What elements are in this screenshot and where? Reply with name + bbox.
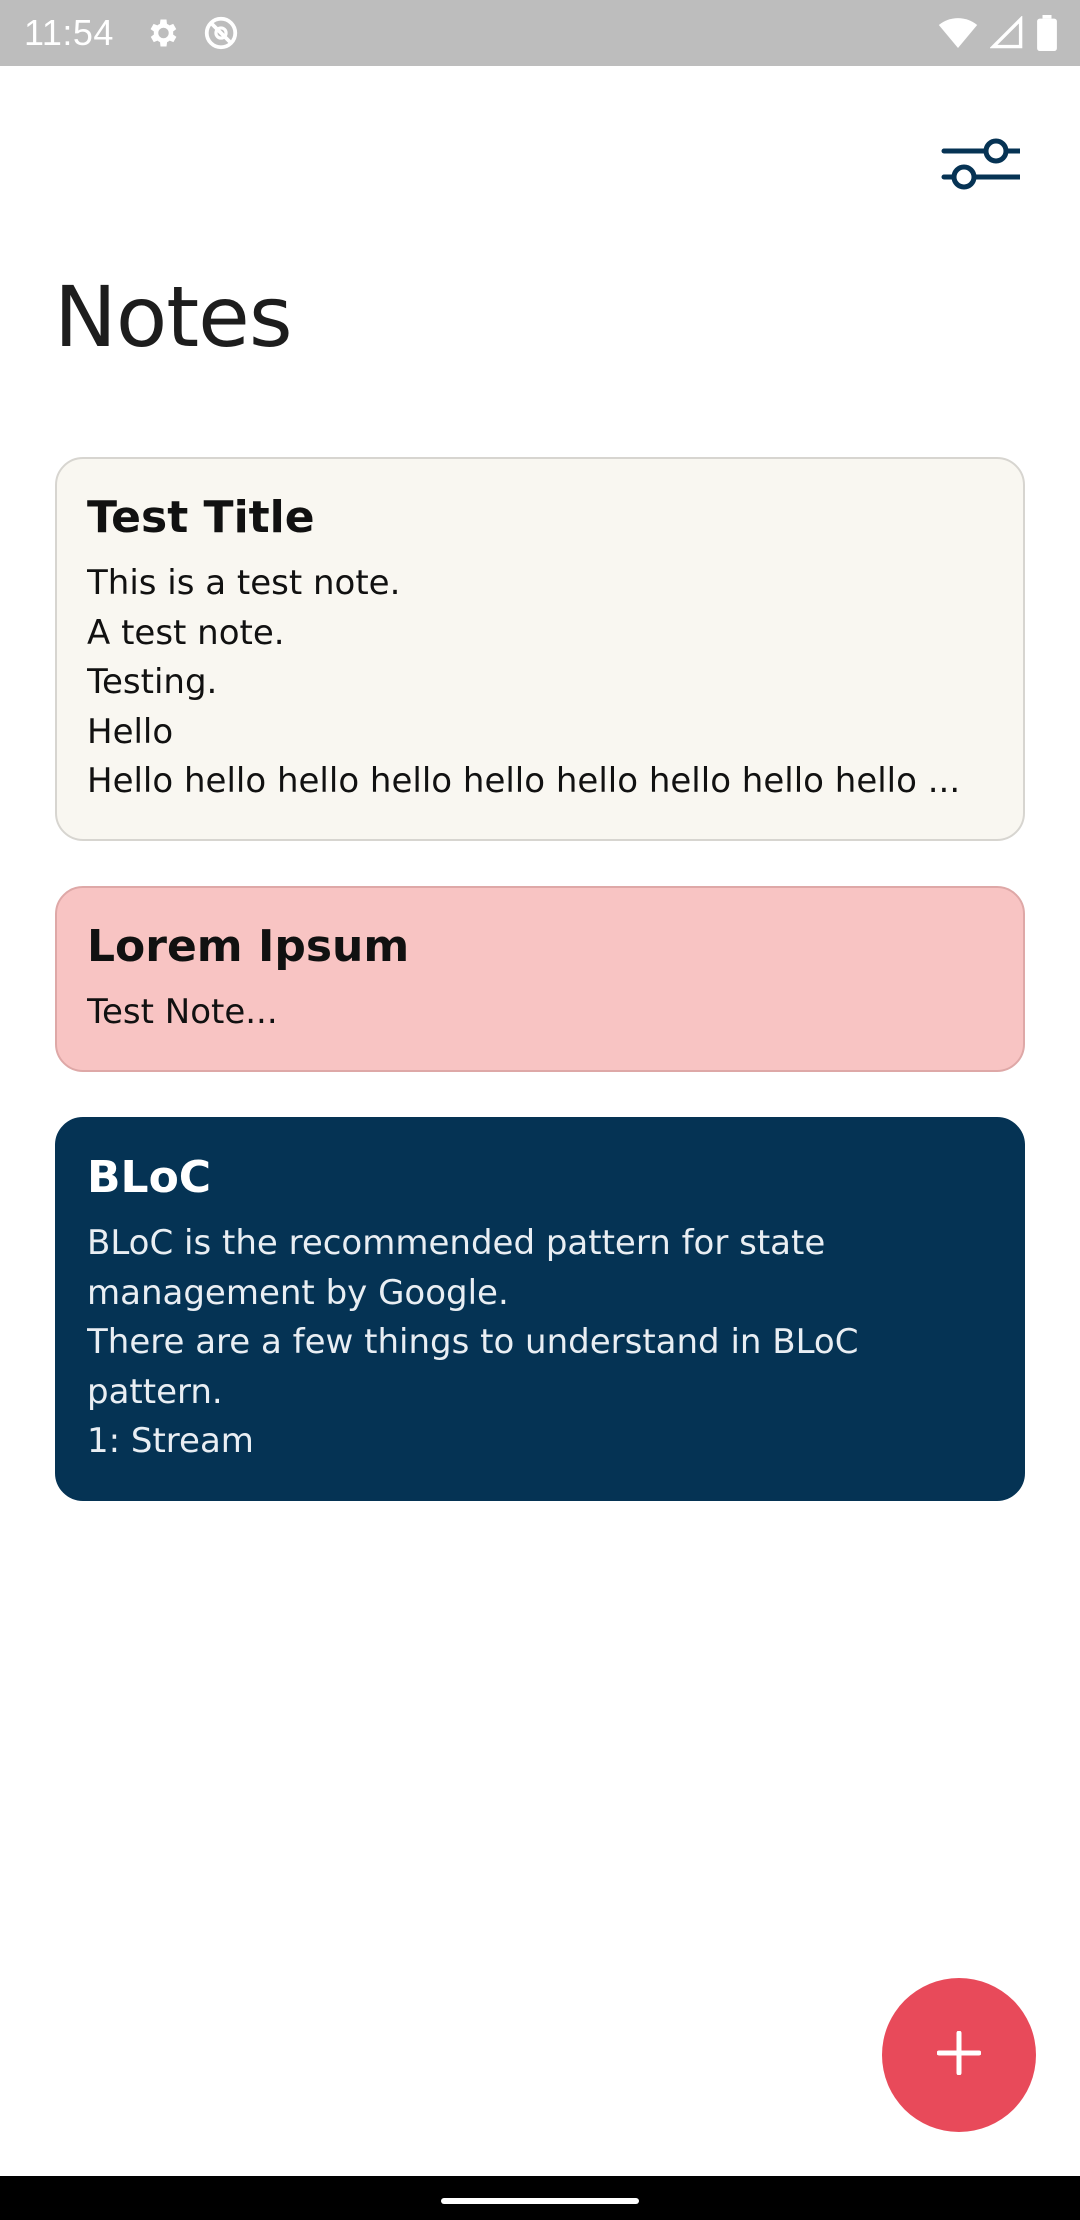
navigation-bar: [0, 2176, 1080, 2220]
note-body: BLoC is the recommended pattern for stat…: [87, 1223, 859, 1461]
wifi-icon: [938, 16, 978, 50]
note-card[interactable]: BLoC BLoC is the recommended pattern for…: [55, 1117, 1025, 1501]
status-bar: 11:54: [0, 0, 1080, 66]
note-title: Lorem Ipsum: [87, 921, 410, 972]
note-body: Test Note...: [87, 992, 278, 1032]
page-title: Notes: [54, 268, 293, 366]
sliders-icon: [940, 129, 1023, 203]
status-left-icons: [144, 14, 240, 52]
plus-icon: [936, 2030, 982, 2079]
add-note-button[interactable]: [882, 1978, 1036, 2132]
note-body: This is a test note. A test note. Testin…: [87, 563, 961, 801]
home-gesture-handle[interactable]: [441, 2198, 639, 2204]
note-card[interactable]: Test Title This is a test note. A test n…: [55, 457, 1025, 841]
do-not-disturb-icon: [202, 14, 240, 52]
filter-button[interactable]: [934, 124, 1026, 208]
note-title: Test Title: [87, 492, 315, 543]
battery-icon: [1036, 15, 1058, 51]
signal-icon: [990, 16, 1024, 50]
settings-icon: [144, 15, 180, 51]
note-card[interactable]: Lorem Ipsum Test Note...: [55, 886, 1025, 1072]
note-title: BLoC: [87, 1152, 212, 1203]
status-right-icons: [938, 0, 1058, 66]
status-time: 11:54: [24, 12, 114, 53]
